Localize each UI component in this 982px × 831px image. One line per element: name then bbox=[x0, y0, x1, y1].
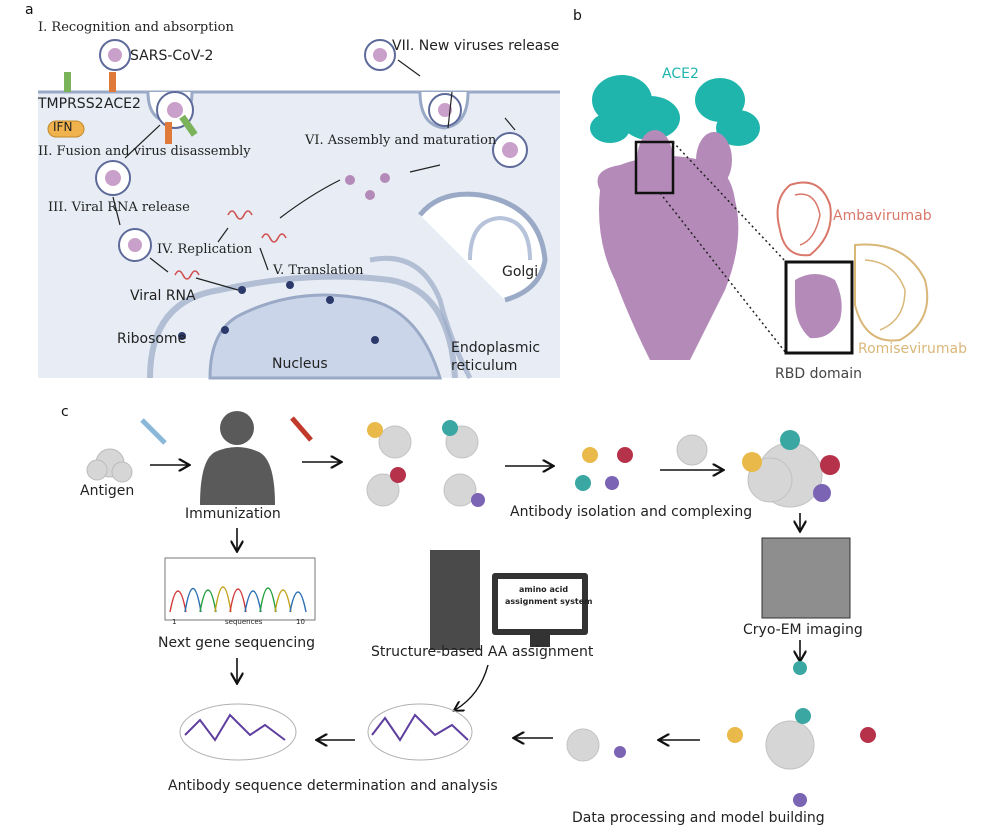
ace2-label-b: ACE2 bbox=[662, 66, 699, 82]
human-icon bbox=[200, 411, 275, 505]
syringe-icon bbox=[290, 416, 313, 442]
seq-axis-start: 1 bbox=[172, 618, 177, 626]
cryo-em-micrograph bbox=[761, 537, 851, 619]
chromatogram bbox=[164, 557, 316, 621]
er-label-line2: reticulum bbox=[451, 358, 518, 374]
screen-text-line1: amino acid bbox=[519, 585, 569, 594]
step-rna-release-label: III. Viral RNA release bbox=[48, 200, 190, 215]
ifn-label: IFN bbox=[53, 120, 73, 134]
seq-axis-mid: sequences bbox=[225, 618, 263, 626]
ambavirumab-label: Ambavirumab bbox=[833, 208, 932, 224]
cryo-em-label: Cryo-EM imaging bbox=[743, 622, 863, 638]
step-recognition-label: I. Recognition and absorption bbox=[38, 20, 234, 35]
step-replication-label: IV. Replication bbox=[157, 242, 253, 257]
step-fusion-label: II. Fusion and virus disassembly bbox=[38, 144, 251, 159]
computer-tower-icon bbox=[430, 550, 480, 650]
panel-a-letter: a bbox=[25, 2, 34, 18]
new-viruses-label: VII. New viruses release bbox=[392, 38, 560, 54]
step-assembly-label: VI. Assembly and maturation bbox=[305, 133, 497, 148]
tmprss2-label: TMPRSS2 bbox=[38, 96, 104, 112]
golgi-label: Golgi bbox=[502, 264, 539, 280]
romisevirumab-label: Romisevirumab bbox=[858, 341, 968, 357]
structure-aa-label: Structure-based AA assignment bbox=[371, 644, 594, 660]
antigen-icon bbox=[86, 448, 133, 483]
ace2-label-a: ACE2 bbox=[104, 96, 141, 112]
nucleus-label: Nucleus bbox=[272, 356, 328, 372]
ribosome-label: Ribosome bbox=[117, 331, 187, 347]
antigen-label: Antigen bbox=[80, 483, 135, 499]
step-translation-label: V. Translation bbox=[273, 263, 364, 278]
ngs-label: Next gene sequencing bbox=[158, 635, 316, 651]
rbd-domain-label: RBD domain bbox=[775, 366, 862, 382]
syringe-icon bbox=[140, 418, 167, 445]
sequence-analysis-label: Antibody sequence determination and anal… bbox=[168, 778, 498, 794]
isolation-label: Antibody isolation and complexing bbox=[510, 504, 753, 520]
immunization-label: Immunization bbox=[185, 506, 281, 522]
data-processing-label: Data processing and model building bbox=[572, 810, 825, 826]
seq-axis-end: 10 bbox=[296, 618, 305, 626]
viral-rna-label: Viral RNA bbox=[130, 288, 196, 304]
er-label-line1: Endoplasmic bbox=[451, 340, 541, 356]
screen-text-line2: assignment system bbox=[505, 597, 593, 606]
virus-label: SARS-CoV-2 bbox=[130, 48, 214, 64]
panel-b-letter: b bbox=[573, 8, 582, 24]
panel-c-letter: c bbox=[61, 404, 69, 420]
